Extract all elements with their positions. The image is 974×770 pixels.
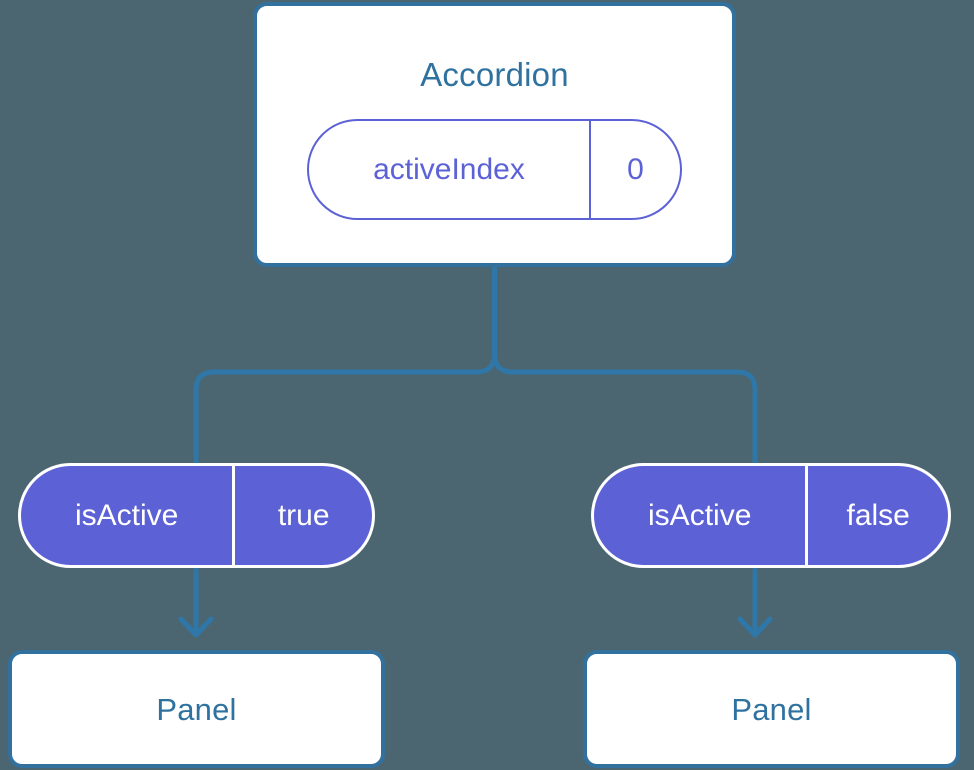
panel-component-card-right[interactable]: Panel — [583, 650, 960, 768]
tree-branch-connector-right-icon — [492, 264, 758, 466]
prop-pill-key: isActive — [75, 498, 179, 532]
prop-pill-is-active-false[interactable]: isActive false — [591, 463, 951, 568]
panel-title: Panel — [731, 691, 812, 727]
arrow-down-icon — [178, 567, 214, 638]
panel-component-card-left[interactable]: Panel — [8, 650, 385, 768]
prop-pill-key: isActive — [648, 498, 752, 532]
prop-pill-value: true — [232, 466, 372, 565]
tree-branch-connector-icon — [193, 264, 497, 466]
arrow-down-icon-right — [737, 567, 773, 638]
state-pill-key: activeIndex — [373, 152, 525, 186]
panel-title: Panel — [156, 691, 237, 727]
state-pill-value: 0 — [588, 121, 680, 218]
accordion-title: Accordion — [420, 56, 569, 93]
prop-pill-value: false — [805, 466, 948, 565]
state-pill-active-index[interactable]: activeIndex 0 — [307, 119, 682, 220]
prop-pill-is-active-true[interactable]: isActive true — [18, 463, 375, 568]
